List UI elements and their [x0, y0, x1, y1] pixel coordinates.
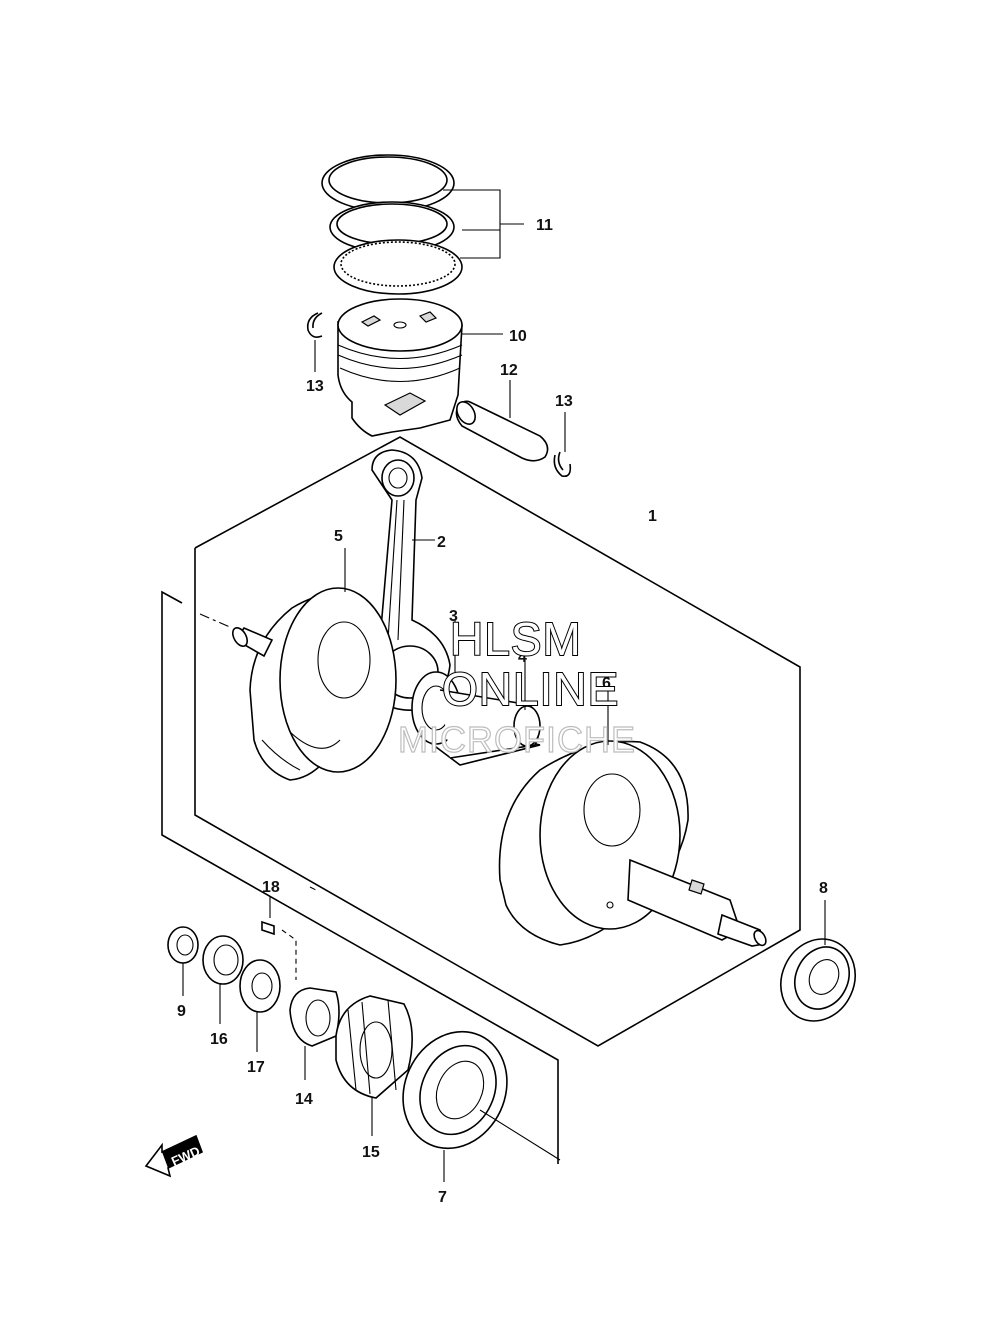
callout-1[interactable]: 1 [648, 508, 657, 525]
callout-2[interactable]: 2 [437, 534, 446, 551]
watermark-line-1: HLSM [450, 613, 582, 665]
spacer-16 [202, 935, 244, 1024]
crankshaft-assembly-box [194, 436, 801, 1047]
callout-3[interactable]: 3 [449, 608, 458, 625]
callout-6[interactable]: 6 [602, 675, 611, 692]
oil-seal-9 [167, 926, 199, 996]
crank-shaft-right-end [627, 858, 767, 947]
callout-4[interactable]: 4 [518, 649, 527, 666]
callout-13-right[interactable]: 13 [555, 393, 573, 410]
callout-10[interactable]: 10 [509, 328, 527, 345]
callout-12[interactable]: 12 [500, 362, 518, 379]
piston-pin [455, 380, 549, 462]
crank-web-left [249, 548, 397, 781]
crank-shaft-left-end [199, 613, 274, 658]
gear-14 [289, 987, 340, 1080]
circlip-right [553, 412, 572, 478]
callout-14[interactable]: 14 [295, 1091, 313, 1108]
lower-group-box [161, 590, 559, 1164]
watermark: HLSM ONLINE MICROFICHE [397, 612, 636, 761]
callout-11[interactable]: 11 [536, 217, 553, 234]
callout-16[interactable]: 16 [210, 1031, 228, 1048]
crank-pin-bearing [411, 620, 541, 766]
callout-18[interactable]: 18 [262, 879, 280, 896]
callout-17[interactable]: 17 [247, 1059, 265, 1076]
piston-ring-set [321, 154, 524, 295]
callout-7[interactable]: 7 [438, 1189, 447, 1206]
key-18 [261, 897, 297, 980]
watermark-line-2: ONLINE [442, 663, 619, 715]
bearing-right [780, 900, 856, 1022]
circlip-left [306, 312, 323, 372]
callout-15[interactable]: 15 [362, 1144, 380, 1161]
piston [337, 298, 503, 437]
forward-arrow-icon: FWD [144, 1134, 204, 1178]
callout-13-left[interactable]: 13 [306, 378, 324, 395]
callout-9[interactable]: 9 [177, 1003, 186, 1020]
watermark-line-3: MICROFICHE [398, 719, 636, 760]
callout-8[interactable]: 8 [819, 880, 828, 897]
bearing-left-7 [402, 1030, 561, 1182]
gear-15 [335, 995, 413, 1136]
washer-17 [239, 959, 281, 1052]
callout-5[interactable]: 5 [334, 528, 343, 545]
